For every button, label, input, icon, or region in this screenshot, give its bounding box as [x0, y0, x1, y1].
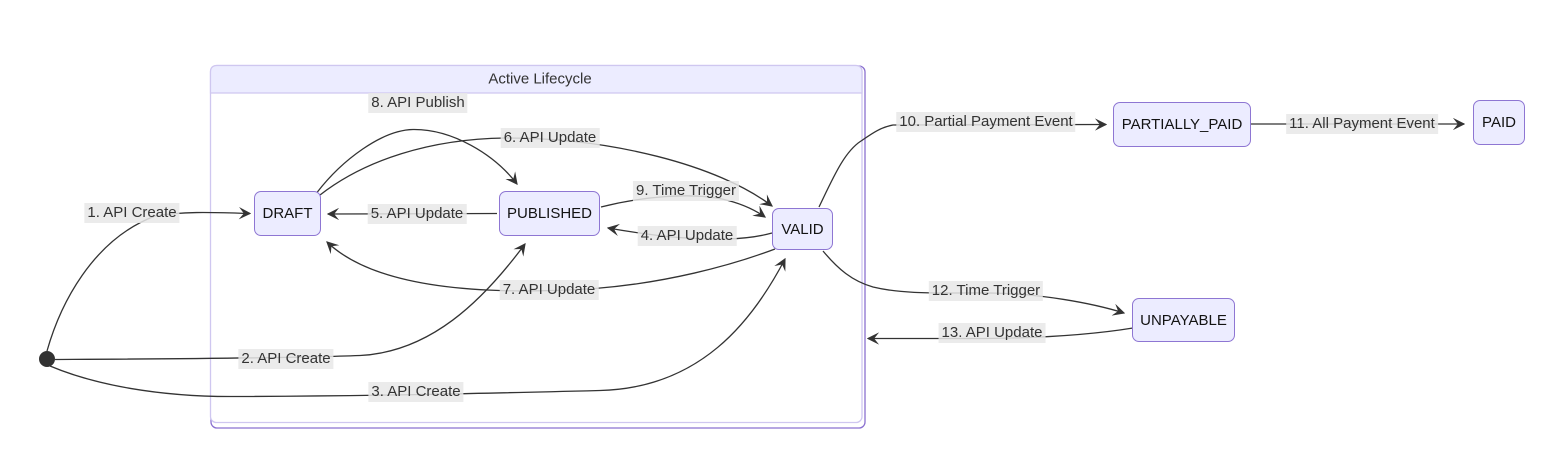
transition-label-10: 10. Partial Payment Event — [896, 112, 1076, 132]
cluster-header-band — [209, 64, 863, 94]
transition-label-1: 1. API Create — [84, 203, 180, 223]
transition-label-6: 6. API Update — [500, 128, 600, 148]
transition-label-3: 3. API Create — [368, 382, 464, 402]
state-valid: VALID — [772, 208, 833, 250]
transition-label-9: 9. Time Trigger — [632, 181, 740, 201]
transition-label-13: 13. API Update — [938, 323, 1046, 343]
transition-label-7: 7. API Update — [499, 280, 599, 300]
transition-label-11: 11. All Payment Event — [1286, 114, 1438, 134]
state-paid: PAID — [1473, 100, 1525, 145]
state-draft: DRAFT — [254, 191, 321, 236]
state-partially-paid: PARTIALLY_PAID — [1113, 102, 1251, 147]
state-published: PUBLISHED — [499, 191, 600, 236]
transition-arrow-10 — [818, 118, 1108, 208]
cluster-title: Active Lifecycle — [488, 70, 592, 88]
transition-label-4: 4. API Update — [637, 226, 737, 246]
transition-label-12: 12. Time Trigger — [928, 281, 1044, 301]
state-unpayable: UNPAYABLE — [1132, 298, 1235, 342]
transition-label-8: 8. API Publish — [368, 93, 468, 113]
initial-state-dot — [39, 351, 55, 367]
transition-label-5: 5. API Update — [367, 204, 467, 224]
transition-arrow-2 — [54, 243, 526, 361]
transition-label-2: 2. API Create — [238, 349, 334, 369]
transition-arrow-8 — [316, 128, 518, 193]
